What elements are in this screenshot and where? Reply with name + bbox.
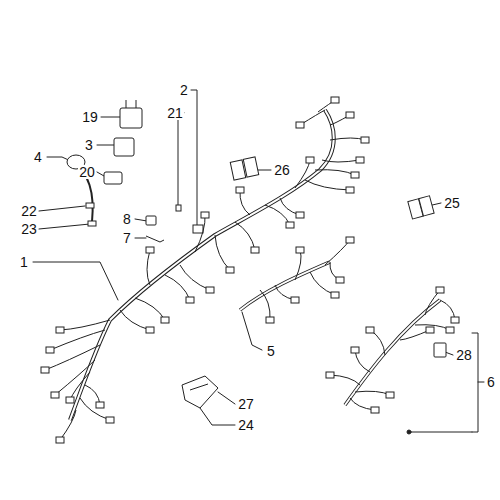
branch-wire	[147, 250, 150, 285]
connector-plug	[331, 97, 339, 103]
branch-wire	[180, 265, 210, 290]
callout-number: 7	[122, 231, 132, 245]
connector-plug	[331, 292, 339, 298]
connector-plug	[336, 277, 344, 283]
branch-wire	[195, 215, 205, 252]
callout-number: 22	[20, 204, 38, 218]
branch-wire	[370, 330, 385, 355]
branch-wire	[322, 160, 360, 162]
connector-plug	[351, 172, 359, 178]
connector-plug	[366, 327, 374, 333]
connector-plug	[346, 112, 354, 118]
connector-plug	[286, 222, 294, 228]
branch-wire	[260, 290, 270, 320]
wire-trunks	[70, 110, 440, 420]
branch-wire	[60, 410, 76, 440]
connector-plug	[346, 187, 354, 193]
branch-wire	[165, 275, 190, 300]
branch-wire	[355, 391, 390, 395]
callout-number: 26	[273, 163, 291, 177]
callout-number: 20	[78, 165, 96, 179]
connector-plug	[201, 212, 209, 218]
callout-number: 27	[237, 397, 255, 411]
connector-plug	[451, 317, 459, 323]
callout-number: 25	[443, 196, 461, 210]
connector-plug	[356, 157, 364, 163]
connector-plug	[371, 407, 379, 413]
connector-plug	[426, 327, 434, 333]
connector-plug	[56, 437, 64, 443]
branch-wire	[60, 320, 110, 330]
connector-plug	[146, 327, 154, 333]
connector-plug	[186, 297, 194, 303]
callout-number: 28	[455, 348, 473, 362]
branch-wire	[330, 138, 365, 140]
callout-number: 19	[81, 110, 99, 124]
connector-plug	[41, 367, 49, 373]
branch-wire	[325, 240, 350, 265]
connector-plug	[56, 327, 64, 333]
branch-wire	[215, 235, 230, 270]
connector-plug	[96, 402, 104, 408]
connector-plug	[351, 347, 359, 353]
branch-wire	[425, 290, 440, 315]
connector-plug	[296, 247, 304, 253]
connector-plug	[46, 347, 54, 353]
connector-plug	[146, 247, 154, 253]
callout-number: 21	[166, 106, 184, 120]
connector-plug	[51, 392, 59, 398]
connector-plug	[306, 157, 314, 163]
connector-plug	[436, 287, 444, 293]
connector-plug	[206, 287, 214, 293]
branch-wire	[235, 222, 255, 250]
branch-wire	[240, 190, 250, 215]
leader-lines	[33, 90, 484, 434]
components	[67, 100, 446, 408]
callout-number: 5	[266, 344, 276, 358]
callout-number: 4	[33, 150, 43, 164]
callout-number: 23	[20, 222, 38, 236]
connector-plug	[251, 247, 259, 253]
connector-plug	[386, 392, 394, 398]
callout-number: 8	[122, 212, 132, 226]
connector-plug	[326, 372, 334, 378]
branch-wire	[45, 345, 100, 370]
branch-wire	[415, 325, 450, 330]
branch-wires	[41, 97, 459, 443]
connector-plug	[236, 187, 244, 193]
connector-plug	[346, 237, 354, 243]
callout-number: 3	[84, 138, 94, 152]
callout-number: 6	[486, 375, 496, 389]
connector-plug	[266, 317, 274, 323]
connector-plug	[66, 397, 74, 403]
branch-wire	[55, 360, 95, 395]
branch-wire	[305, 180, 350, 190]
connector-plug	[106, 417, 114, 423]
callout-number: 24	[237, 418, 255, 432]
branch-wire	[315, 170, 355, 175]
branch-wire	[295, 250, 301, 280]
callout-number: 1	[19, 255, 29, 269]
connector-plug	[446, 327, 454, 333]
connector-plug	[296, 122, 304, 128]
connector-plug	[161, 317, 169, 323]
connector-plug	[291, 297, 299, 303]
branch-wire	[295, 160, 310, 188]
callout-number: 2	[179, 83, 189, 97]
connector-plug	[361, 137, 369, 143]
connector-plug	[226, 267, 234, 273]
connector-plug	[296, 212, 304, 218]
